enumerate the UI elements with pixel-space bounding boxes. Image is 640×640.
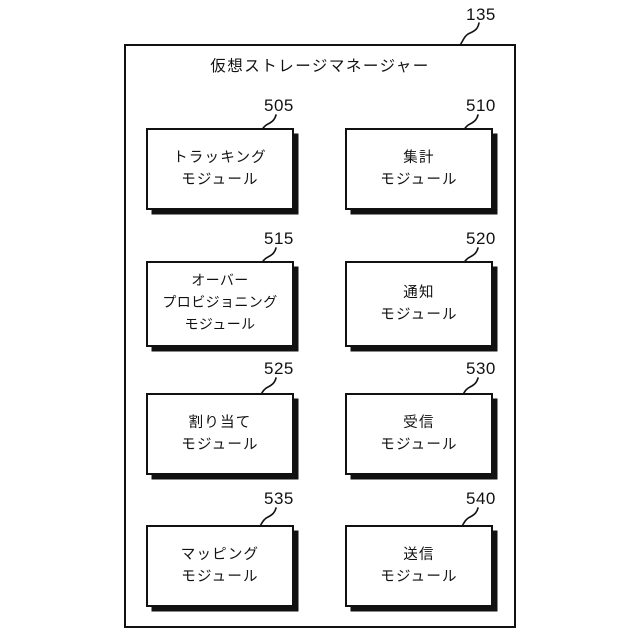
receiving-module[interactable]: 受信 モジュール <box>345 393 493 475</box>
transmission-module-label: 送信 モジュール <box>380 546 458 585</box>
reference-number-525: 525 <box>264 359 294 378</box>
reference-number-540: 540 <box>466 489 496 508</box>
reference-number-535: 535 <box>264 489 294 508</box>
notification-module[interactable]: 通知 モジュール <box>345 261 493 347</box>
transmission-module[interactable]: 送信 モジュール <box>345 525 493 607</box>
tracking-module-label: トラッキング モジュール <box>173 149 267 188</box>
allocation-module[interactable]: 割り当て モジュール <box>146 393 294 475</box>
over-provisioning-module-label: オーバー プロビジョニング モジュール <box>162 274 278 333</box>
reference-number-135: 135 <box>466 5 496 24</box>
container-title: 仮想ストレージマネージャー <box>210 58 430 75</box>
reference-number-530: 530 <box>466 359 496 378</box>
receiving-module-label: 受信 モジュール <box>380 414 458 453</box>
aggregation-module-label: 集計 モジュール <box>380 149 458 188</box>
mapping-module[interactable]: マッピング モジュール <box>146 525 294 607</box>
reference-number-520: 520 <box>466 229 496 248</box>
reference-number-505: 505 <box>264 96 294 115</box>
notification-module-label: 通知 モジュール <box>380 284 458 323</box>
tracking-module[interactable]: トラッキング モジュール <box>146 128 294 210</box>
reference-number-515: 515 <box>264 229 294 248</box>
allocation-module-label: 割り当て モジュール <box>181 414 259 453</box>
aggregation-module[interactable]: 集計 モジュール <box>345 128 493 210</box>
over-provisioning-module[interactable]: オーバー プロビジョニング モジュール <box>146 261 294 347</box>
reference-number-510: 510 <box>466 96 496 115</box>
mapping-module-label: マッピング モジュール <box>180 546 260 585</box>
